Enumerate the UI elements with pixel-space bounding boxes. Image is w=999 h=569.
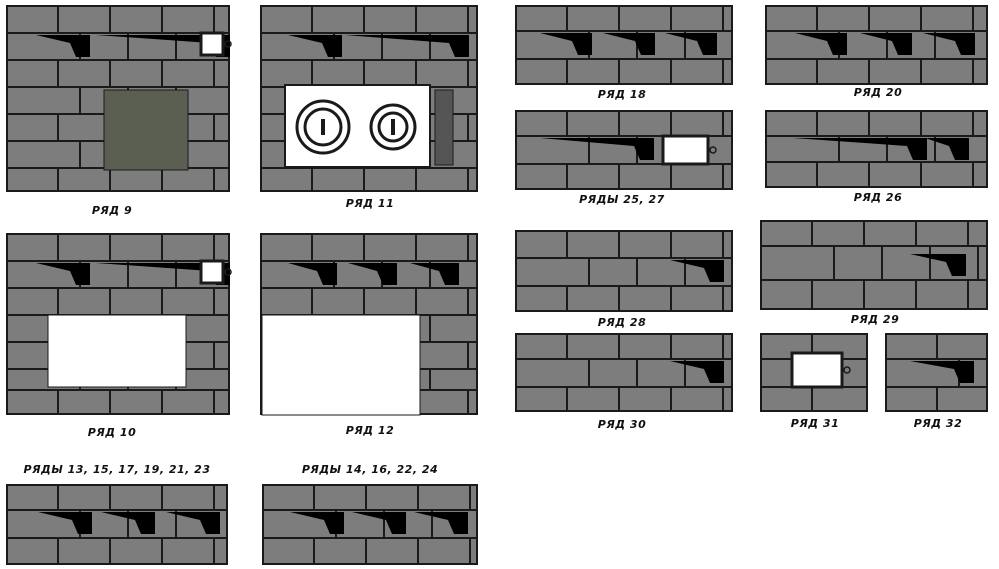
smoke-channel — [348, 263, 397, 285]
burner-handle-icon — [391, 119, 395, 135]
smoke-channel — [345, 35, 469, 57]
smoke-channel — [290, 512, 344, 534]
smoke-channel — [101, 512, 155, 534]
firebox — [103, 89, 189, 171]
row-label: РЯД 12 — [345, 424, 395, 437]
row-label: РЯД 26 — [853, 191, 903, 204]
row-label: РЯД 29 — [850, 313, 900, 326]
brick-row-row18 — [515, 5, 745, 87]
firebox — [434, 89, 454, 166]
smoke-channel — [96, 35, 230, 57]
brick-row-rows13 — [6, 484, 240, 567]
smoke-channel — [540, 33, 592, 55]
masonry-outline — [515, 5, 733, 85]
brick-row-row28 — [515, 230, 745, 314]
smoke-channel — [603, 33, 655, 55]
cleanout-door-icon — [199, 259, 225, 285]
row-label: РЯД 20 — [853, 86, 903, 99]
door-latch-icon — [224, 40, 232, 48]
brick-row-row26 — [765, 110, 999, 190]
cleanout-door-icon — [199, 31, 225, 57]
brick-row-rows14 — [262, 484, 490, 567]
masonry-outline — [6, 484, 228, 565]
brick-row-row30 — [515, 333, 745, 414]
smoke-channel — [36, 263, 90, 285]
row-label: РЯДЫ 25, 27 — [579, 193, 665, 206]
cleanout-door-icon — [790, 351, 844, 389]
row-label: РЯД 28 — [597, 316, 647, 329]
smoke-channel — [414, 512, 468, 534]
masonry-outline — [515, 333, 733, 412]
brick-row-row32 — [885, 333, 999, 414]
brick-row-row29 — [760, 220, 999, 312]
brick-row-row12 — [260, 233, 490, 417]
row-label: РЯД 18 — [597, 88, 647, 101]
brick-row-rows25 — [515, 110, 745, 192]
masonry-outline — [262, 484, 478, 565]
brick-row-row11 — [260, 5, 490, 194]
brick-row-row10 — [6, 233, 242, 417]
row-label: РЯД 30 — [597, 418, 647, 431]
smoke-channel — [38, 512, 92, 534]
smoke-channel — [288, 35, 342, 57]
masonry-outline — [765, 5, 988, 85]
smoke-channel — [540, 138, 654, 160]
smoke-channel — [410, 263, 459, 285]
smoke-channel — [793, 138, 927, 160]
smoke-channel — [795, 33, 847, 55]
burner-handle-icon — [321, 119, 325, 135]
row-label: РЯД 10 — [87, 426, 137, 439]
smoke-channel — [665, 33, 717, 55]
brick-row-row20 — [765, 5, 999, 87]
brick-row-row31 — [760, 333, 880, 414]
smoke-channel — [96, 263, 230, 285]
cleanout-door-icon — [661, 134, 710, 166]
door-latch-icon — [843, 366, 851, 374]
row-label: РЯДЫ 14, 16, 22, 24 — [301, 463, 439, 476]
opening — [261, 314, 421, 416]
smoke-channel — [352, 512, 406, 534]
smoke-channel — [860, 33, 912, 55]
row-label: РЯД 31 — [790, 417, 840, 430]
smoke-channel — [910, 361, 974, 383]
row-label: РЯД 9 — [91, 204, 133, 217]
smoke-channel — [670, 260, 724, 282]
brick-row-row9 — [6, 5, 242, 194]
smoke-channel — [925, 138, 969, 160]
row-label: РЯД 11 — [345, 197, 395, 210]
masonry-outline — [515, 230, 733, 312]
door-latch-icon — [709, 146, 717, 154]
opening — [47, 314, 187, 388]
smoke-channel — [910, 254, 966, 276]
door-latch-icon — [224, 268, 232, 276]
smoke-channel — [288, 263, 337, 285]
masonry-outline — [765, 110, 988, 188]
row-label: РЯДЫ 13, 15, 17, 19, 21, 23 — [23, 463, 211, 476]
smoke-channel — [36, 35, 90, 57]
smoke-channel — [166, 512, 220, 534]
row-label: РЯД 32 — [913, 417, 963, 430]
smoke-channel — [923, 33, 975, 55]
smoke-channel — [670, 361, 724, 383]
